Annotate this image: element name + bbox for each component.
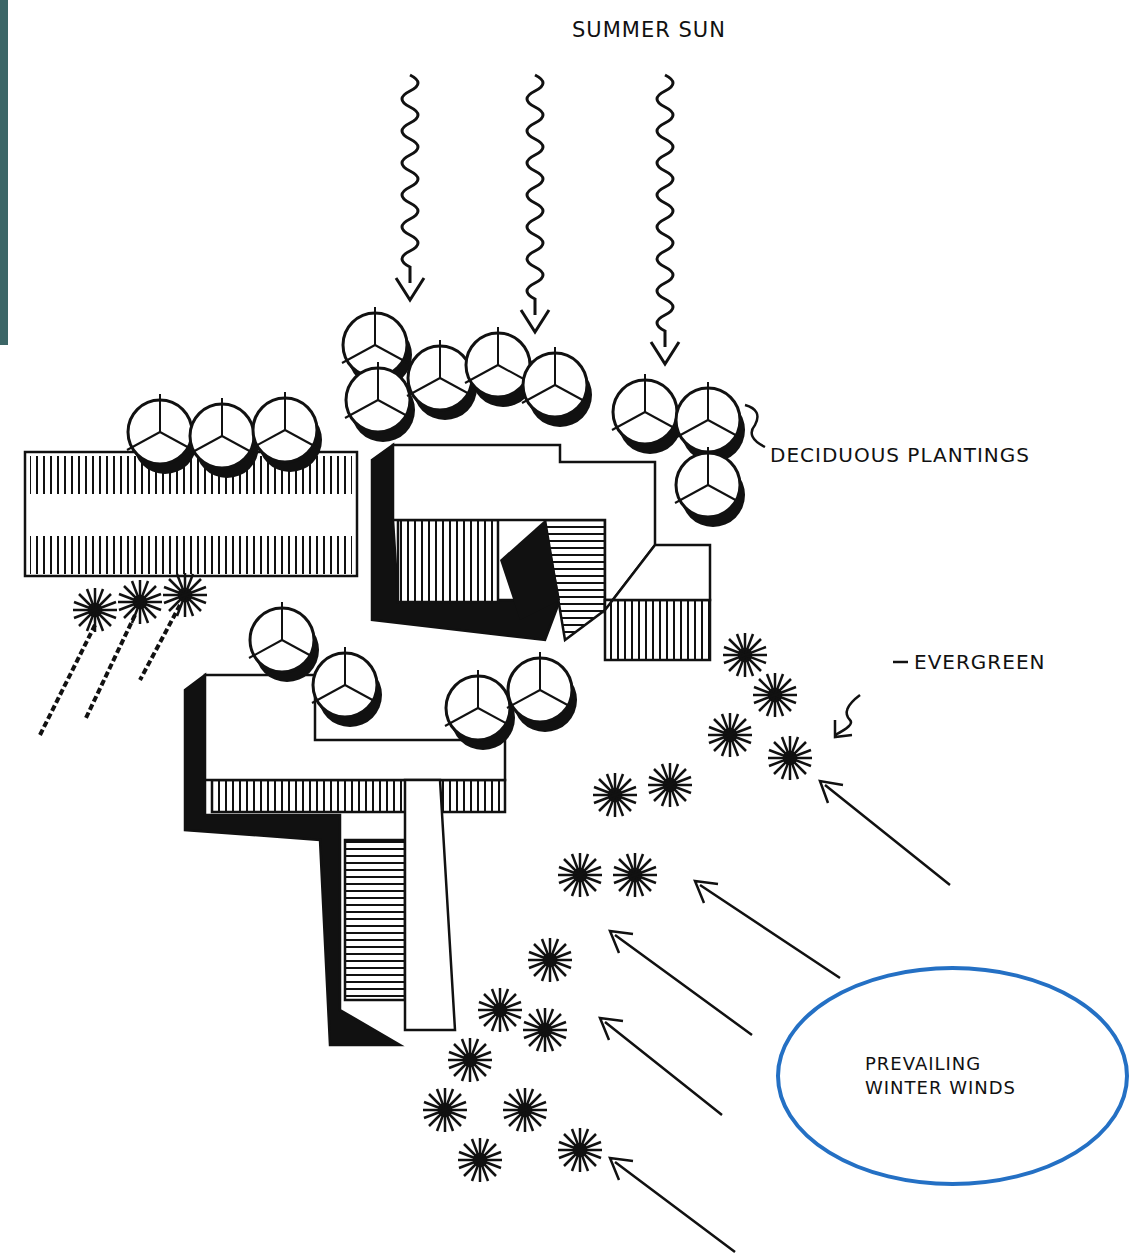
- leader-line: [745, 405, 765, 447]
- arrow-head: [396, 278, 424, 300]
- wind-arrow: [610, 1158, 735, 1252]
- sun-ray: [527, 75, 543, 315]
- evergreen-tree: [163, 573, 207, 617]
- arrow-head: [651, 342, 679, 364]
- evergreen-tree: [753, 673, 797, 717]
- deciduous-tree: [675, 447, 745, 527]
- sun-ray: [402, 75, 418, 283]
- evergreen-tree: [503, 1088, 547, 1132]
- evergreen-tree: [723, 633, 767, 677]
- evergreen-tree: [448, 1038, 492, 1082]
- deciduous-tree: [252, 392, 322, 472]
- wall-hatch: [605, 600, 710, 660]
- terrace-hatch: [30, 536, 352, 574]
- evergreen-trees: [40, 573, 812, 1182]
- evergreen-tree: [73, 588, 117, 632]
- evergreen-tree: [768, 736, 812, 780]
- ellipse-shape: [778, 968, 1127, 1184]
- wind-arrow: [820, 781, 950, 885]
- planting-label: EVERGREEN: [914, 650, 1045, 674]
- evergreen-tree: [423, 1088, 467, 1132]
- evergreen-tree: [478, 988, 522, 1032]
- wall-hatch: [212, 780, 505, 812]
- deciduous-tree: [675, 382, 745, 462]
- sun-label: SUMMER SUN: [572, 18, 726, 42]
- evergreen-tree: [558, 853, 602, 897]
- deciduous-tree: [312, 647, 382, 727]
- sun-rays: [396, 75, 679, 364]
- evergreen-tree: [458, 1138, 502, 1182]
- wall-hatch: [345, 840, 405, 1000]
- deciduous-tree: [345, 362, 415, 442]
- evergreen-tree: [528, 938, 572, 982]
- deciduous-tree: [127, 394, 197, 474]
- wind-arrows: [600, 781, 950, 1252]
- evergreen-tree: [118, 580, 162, 624]
- deciduous-tree: [445, 670, 515, 750]
- edge-bar: [0, 0, 8, 345]
- deciduous-tree: [189, 398, 259, 478]
- evergreen-tree: [558, 1128, 602, 1172]
- evergreen-tree: [593, 773, 637, 817]
- callout-text: PREVAILING WINTER WINDS: [865, 1052, 1040, 1101]
- deciduous-tree: [249, 602, 319, 682]
- planting-label: DECIDUOUS PLANTINGS: [770, 443, 1030, 467]
- ellipse-outline: [775, 965, 1130, 1187]
- deciduous-tree: [507, 652, 577, 732]
- building-shadow: [500, 520, 560, 620]
- arrow-head: [521, 310, 549, 332]
- building-roof: [605, 545, 710, 610]
- deciduous-tree: [612, 374, 682, 454]
- callout-ellipse: PREVAILING WINTER WINDS: [775, 965, 1130, 1187]
- leader-line: [835, 695, 860, 737]
- terrace: [25, 452, 357, 576]
- building-roof: [405, 780, 455, 1030]
- evergreen-tree: [648, 763, 692, 807]
- wall-hatch: [398, 520, 498, 602]
- wind-arrow: [695, 881, 840, 978]
- wind-arrow: [610, 931, 752, 1035]
- deciduous-trees: [127, 307, 745, 750]
- evergreen-tree: [613, 853, 657, 897]
- terrace-outline: [25, 452, 357, 576]
- deciduous-tree: [522, 347, 592, 427]
- evergreen-tree: [523, 1008, 567, 1052]
- wind-arrow: [600, 1018, 722, 1115]
- sun-ray: [657, 75, 673, 347]
- upper-building: [372, 445, 710, 660]
- evergreen-tree: [708, 713, 752, 757]
- leader-line: [893, 661, 908, 664]
- deciduous-tree: [407, 340, 477, 420]
